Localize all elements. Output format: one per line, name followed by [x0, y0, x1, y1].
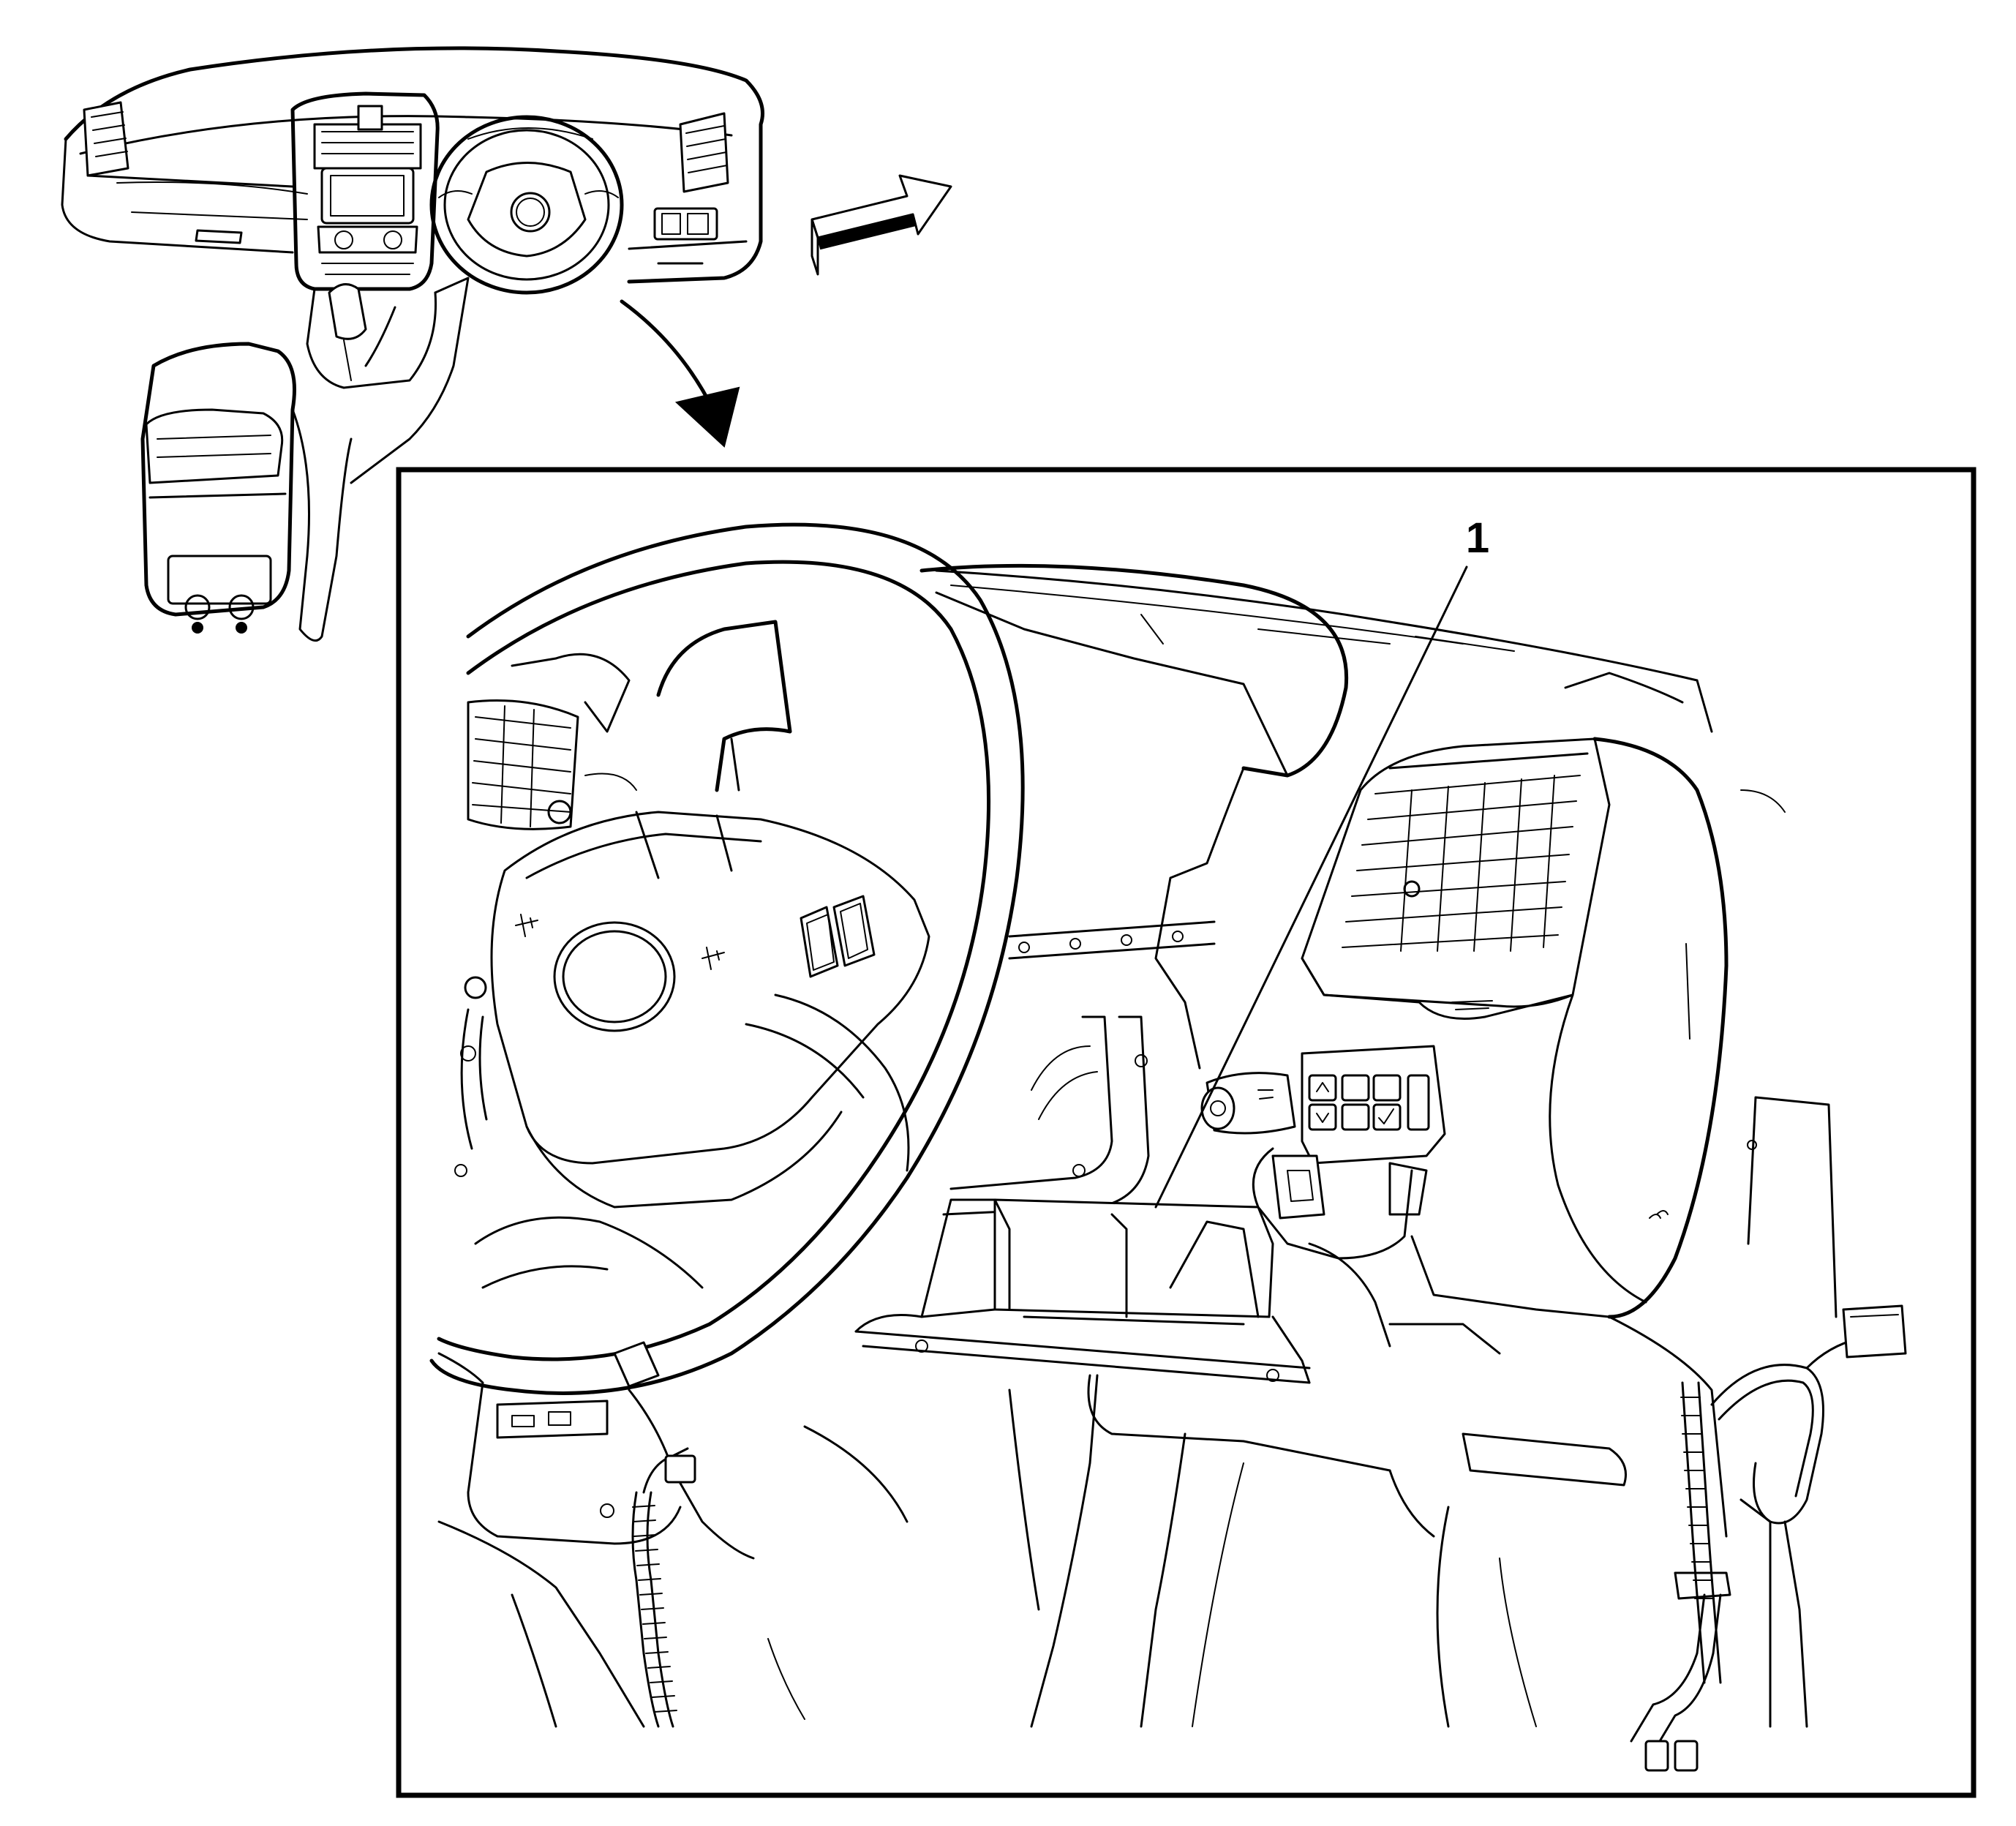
view-direction-arrow-icon: [810, 174, 952, 276]
callout-1-leader: [1154, 566, 1468, 1209]
wiring-harness-left: [631, 1447, 696, 1728]
instrument-panel-overview: [61, 46, 764, 642]
callout-1-label: 1: [1466, 514, 1489, 562]
detail-view-contents: [429, 522, 1907, 1772]
detail-view: 1: [396, 467, 1976, 1798]
zoom-detail-curved-arrow-icon: [620, 299, 740, 448]
right-vent-louvers: [1342, 775, 1581, 952]
wiring-harness-right: [1630, 1304, 1907, 1772]
